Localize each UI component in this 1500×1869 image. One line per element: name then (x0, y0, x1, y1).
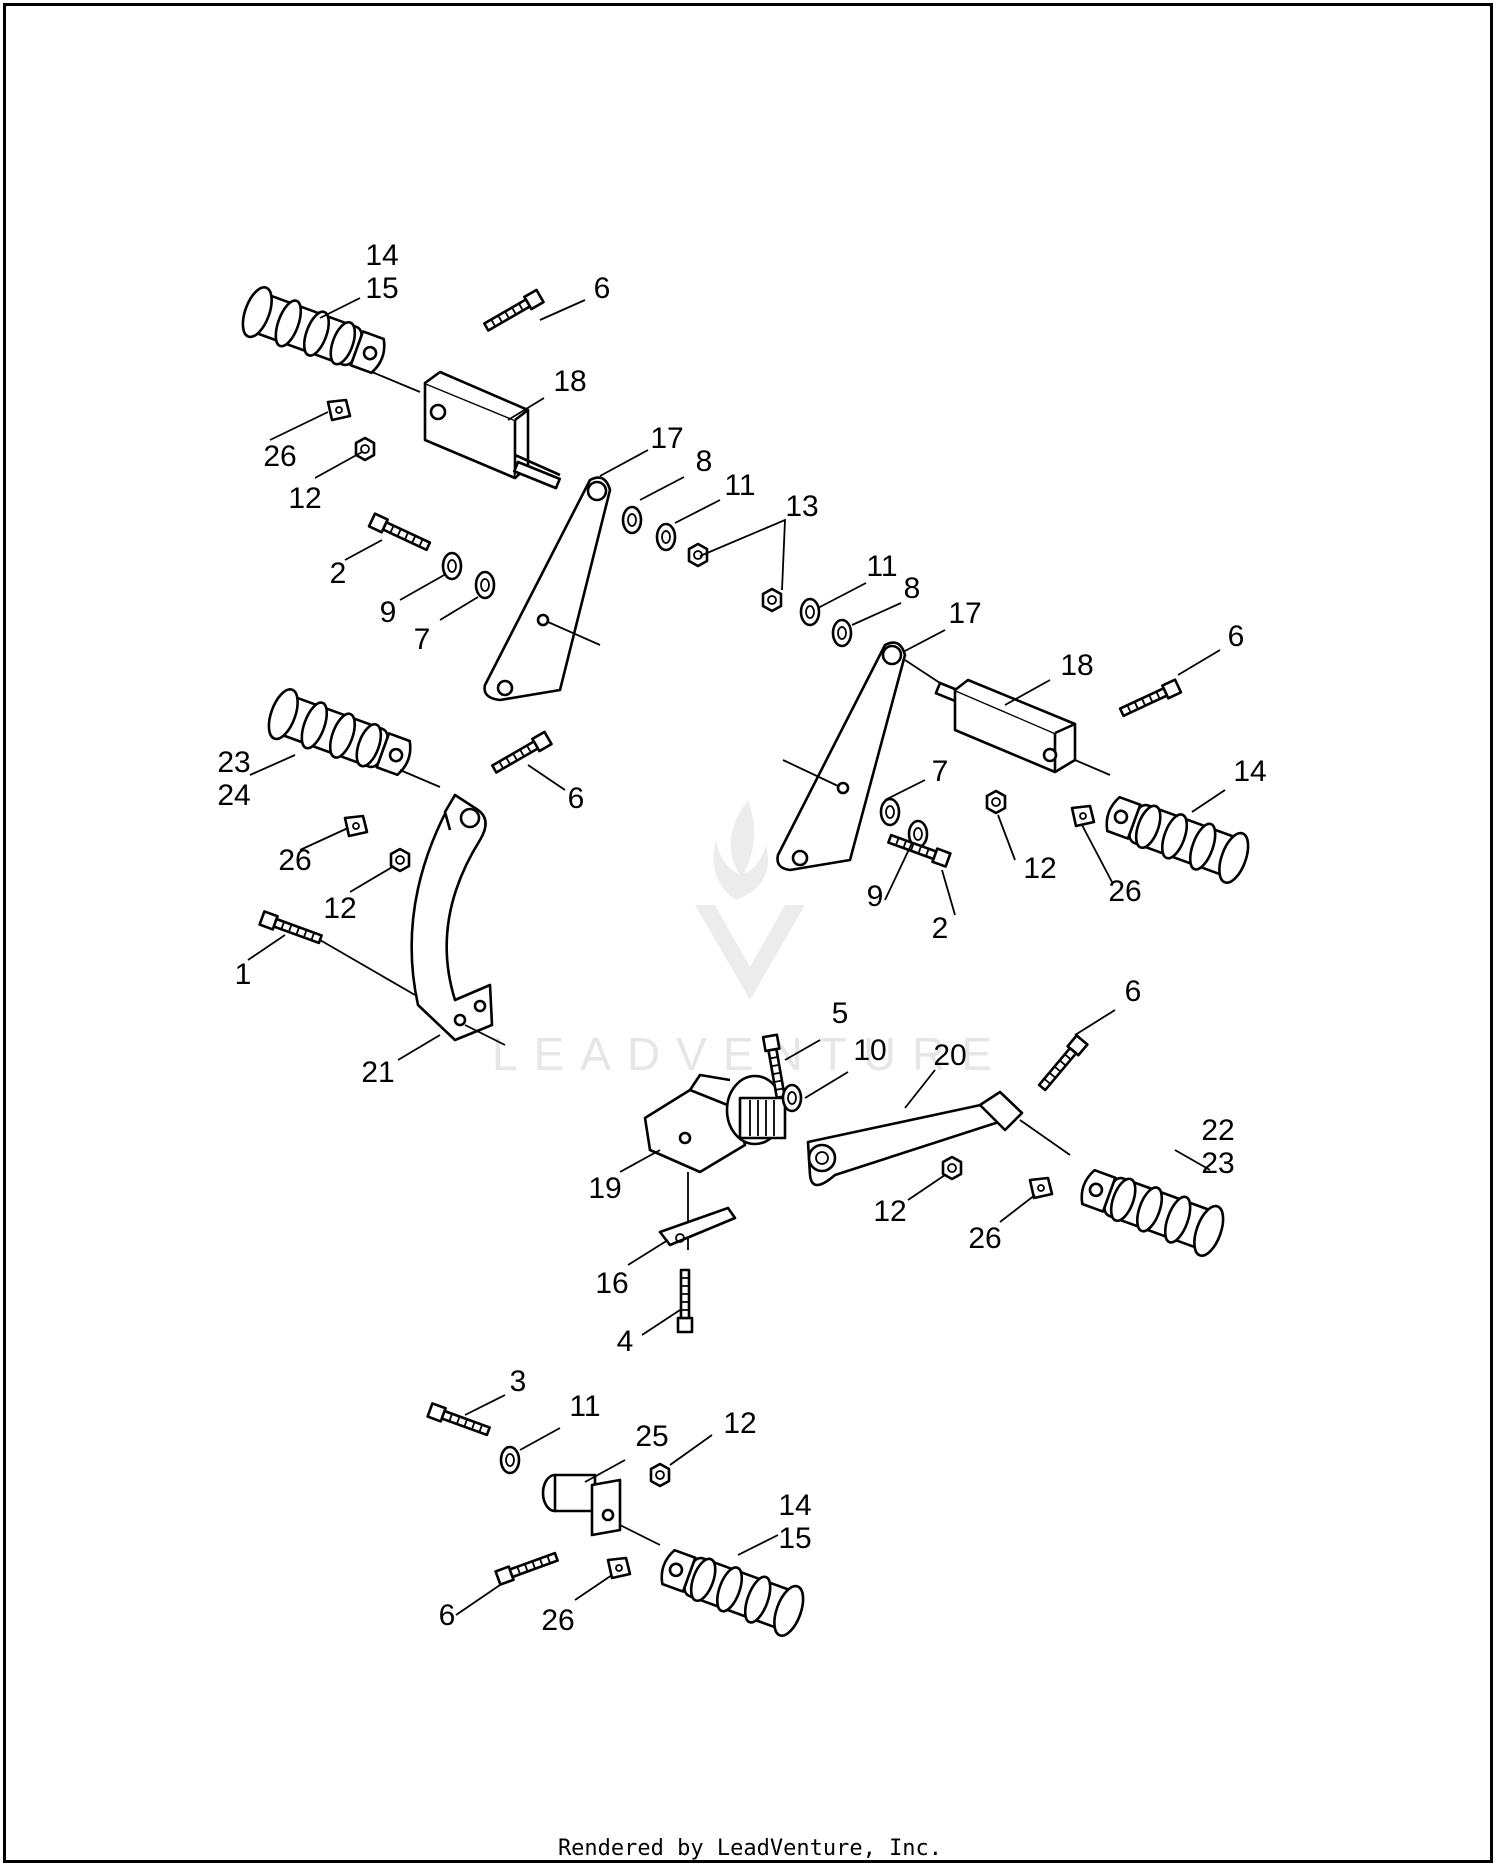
callout-25: 25 (635, 1420, 668, 1453)
callout-18: 18 (553, 365, 586, 398)
callout-26: 26 (541, 1604, 574, 1637)
callout-4: 4 (617, 1325, 634, 1358)
callout-26: 26 (278, 844, 311, 877)
callout-23: 23 (217, 746, 250, 779)
upper-left-assembly (235, 282, 783, 702)
callout-6: 6 (594, 272, 611, 305)
footer-credit: Rendered by LeadVenture, Inc. (557, 1836, 943, 1861)
callout-17: 17 (650, 422, 683, 455)
callout-14: 14 (778, 1489, 811, 1522)
callout-21: 21 (361, 1056, 394, 1089)
callout-9: 9 (380, 596, 397, 629)
callout-12: 12 (723, 1407, 756, 1440)
callout-6: 6 (1125, 975, 1142, 1008)
callout-15: 15 (778, 1522, 811, 1555)
callout-12: 12 (873, 1195, 906, 1228)
callout-11: 11 (866, 550, 897, 583)
callout-2: 2 (330, 557, 347, 590)
callout-5: 5 (832, 997, 849, 1030)
callout-9: 9 (867, 880, 884, 913)
callout-19: 19 (588, 1172, 621, 1205)
diagram-frame (3, 3, 1493, 1863)
callout-3: 3 (510, 1365, 527, 1398)
callout-16: 16 (595, 1267, 628, 1300)
callout-23: 23 (1201, 1147, 1234, 1180)
callout-labels: 14 15 6 18 26 12 17 8 11 13 2 9 7 11 8 1… (217, 239, 1266, 1637)
callout-12: 12 (323, 892, 356, 925)
callout-10: 10 (853, 1034, 886, 1067)
upper-right-assembly (776, 597, 1256, 888)
callout-18: 18 (1060, 649, 1093, 682)
callout-11: 11 (569, 1390, 600, 1423)
callout-26: 26 (968, 1222, 1001, 1255)
callout-12: 12 (1023, 852, 1056, 885)
callout-11: 11 (724, 469, 755, 502)
callout-22: 22 (1201, 1114, 1234, 1147)
watermark: LEADVENTURE (492, 800, 1008, 1080)
callout-6: 6 (568, 782, 585, 815)
callout-14: 14 (365, 239, 398, 272)
callout-13: 13 (785, 490, 818, 523)
callout-12: 12 (288, 482, 321, 515)
callout-1: 1 (235, 958, 252, 991)
callout-14: 14 (1233, 755, 1266, 788)
callout-20: 20 (933, 1039, 966, 1072)
callout-6: 6 (439, 1599, 456, 1632)
callout-26: 26 (1108, 875, 1141, 908)
leader-lines (247, 297, 1226, 1616)
callout-8: 8 (696, 445, 713, 478)
callout-6: 6 (1228, 620, 1245, 653)
callout-26: 26 (263, 440, 296, 473)
callout-7: 7 (932, 755, 949, 788)
left-bracket-assembly (258, 684, 553, 1046)
callout-8: 8 (904, 572, 921, 605)
callout-2: 2 (932, 912, 949, 945)
watermark-text: LEADVENTURE (492, 1028, 1008, 1080)
callout-24: 24 (217, 779, 250, 812)
callout-15: 15 (365, 272, 398, 305)
callout-17: 17 (948, 597, 981, 630)
callout-7: 7 (414, 623, 431, 656)
